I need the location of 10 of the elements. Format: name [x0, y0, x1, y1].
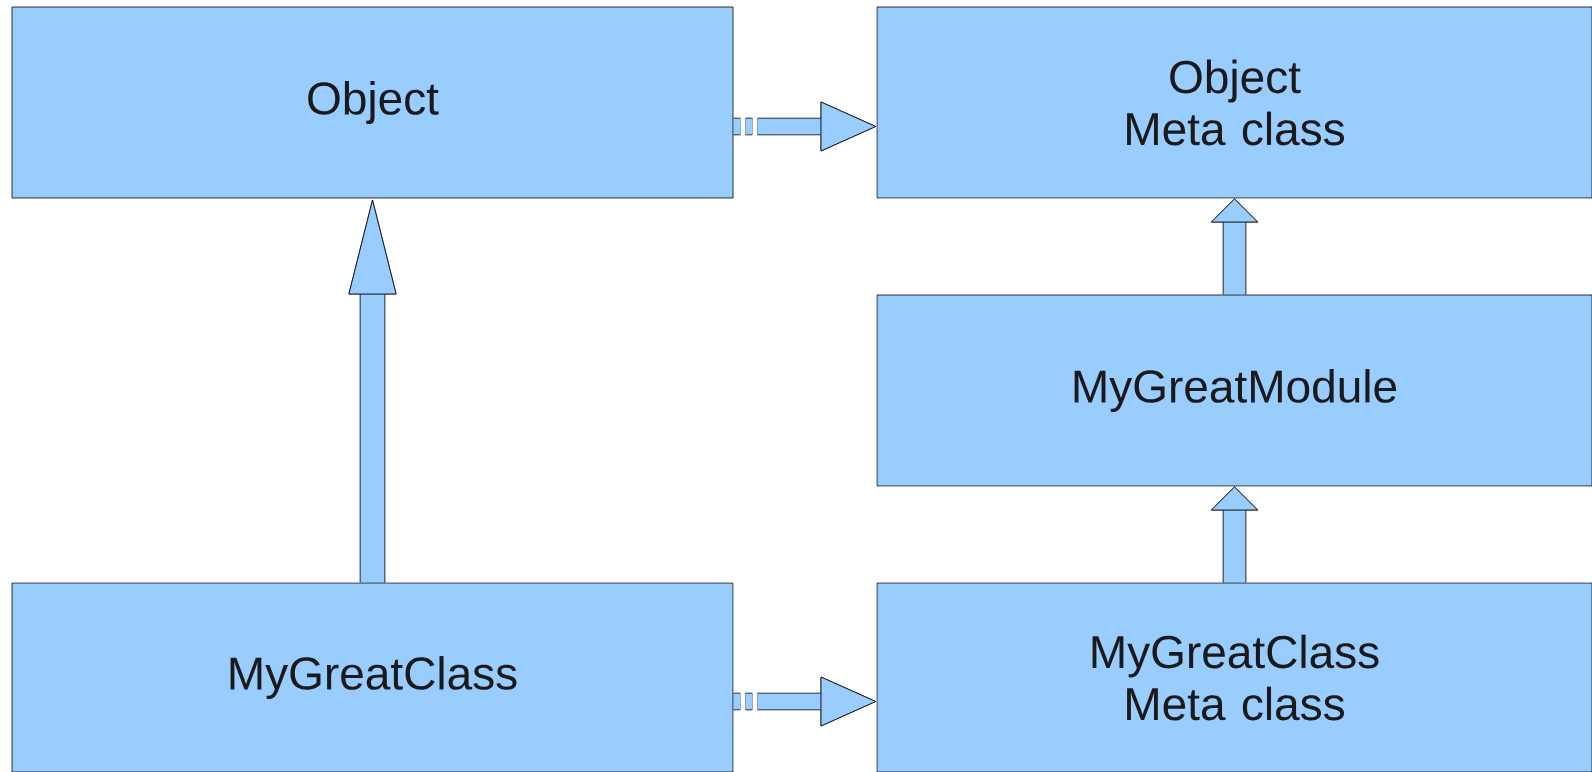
block-arrow	[733, 101, 877, 152]
class-box: Object	[11, 6, 734, 199]
class-box: Object Meta class	[876, 6, 1592, 199]
block-arrow	[348, 199, 397, 583]
block-arrow	[733, 676, 877, 727]
class-box: MyGreatModule	[876, 294, 1592, 487]
block-arrow	[1211, 486, 1258, 583]
class-box: MyGreatClass Meta class	[876, 582, 1592, 772]
block-arrow	[1211, 198, 1258, 295]
class-box: MyGreatClass	[11, 582, 734, 772]
